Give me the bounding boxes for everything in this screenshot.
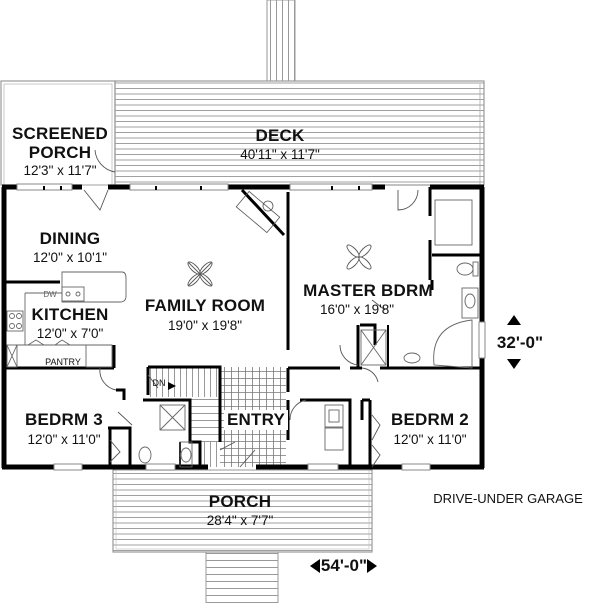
depth-dimension: 32'-0" [496, 333, 544, 352]
screened-porch-name-line2: PORCH [28, 143, 92, 162]
screened-porch [0, 80, 116, 186]
garage-note: DRIVE-UNDER GARAGE [433, 491, 583, 506]
kitchen-fixtures [6, 271, 127, 368]
stairs-down-label: DN [152, 378, 166, 388]
pantry-label: PANTRY [45, 357, 81, 367]
deck-size: 40'11" x 11'7" [240, 147, 320, 162]
kitchen-label: KITCHEN [31, 305, 109, 324]
bedrm-2-size: 12'0" x 11'0" [393, 432, 467, 447]
rear-stairs [266, 0, 296, 82]
bedrm-3-label: BEDRM 3 [25, 410, 103, 429]
master-bdrm-size: 16'0" x 19'8" [319, 302, 395, 317]
width-dimension: 54'-0" [320, 556, 368, 575]
dimension-up-arrow-icon [507, 315, 521, 325]
front-porch [112, 469, 373, 603]
dimension-right-arrow-icon [367, 559, 377, 573]
entry-label: ENTRY [224, 410, 288, 430]
dimension-left-arrow-icon [310, 559, 320, 573]
master-bdrm-label: MASTER BDRM [303, 281, 433, 300]
screened-porch-label: SCREENED PORCH [10, 124, 110, 162]
dimension-down-arrow-icon [507, 359, 521, 369]
dishwasher-label: DW [43, 290, 57, 299]
fireplace [235, 190, 281, 234]
master-bath-fixtures [360, 199, 479, 369]
porch-label: PORCH [208, 492, 272, 511]
family-room-size: 19'0" x 19'8" [167, 318, 243, 333]
screened-porch-size: 12'3" x 11'7" [23, 163, 97, 178]
dining-size: 12'0" x 10'1" [32, 250, 108, 265]
ceiling-fan-master [346, 244, 372, 270]
dining-label: DINING [39, 229, 101, 248]
bedrm-3-size: 12'0" x 11'0" [27, 432, 101, 447]
laundry-appliances [324, 404, 344, 451]
screened-porch-name-line1: SCREENED [11, 124, 109, 143]
family-room-label: FAMILY ROOM [144, 296, 266, 315]
porch-size: 28'4" x 7'7" [206, 513, 274, 528]
bedrm-2-label: BEDRM 2 [391, 410, 469, 429]
ceiling-fan-family [187, 261, 213, 287]
stair-down-arrow-icon [168, 382, 176, 390]
kitchen-size: 12'0" x 7'0" [36, 326, 104, 341]
deck-label: DECK [255, 126, 305, 145]
doors [83, 149, 419, 468]
hall-bath-fixtures [138, 404, 193, 468]
